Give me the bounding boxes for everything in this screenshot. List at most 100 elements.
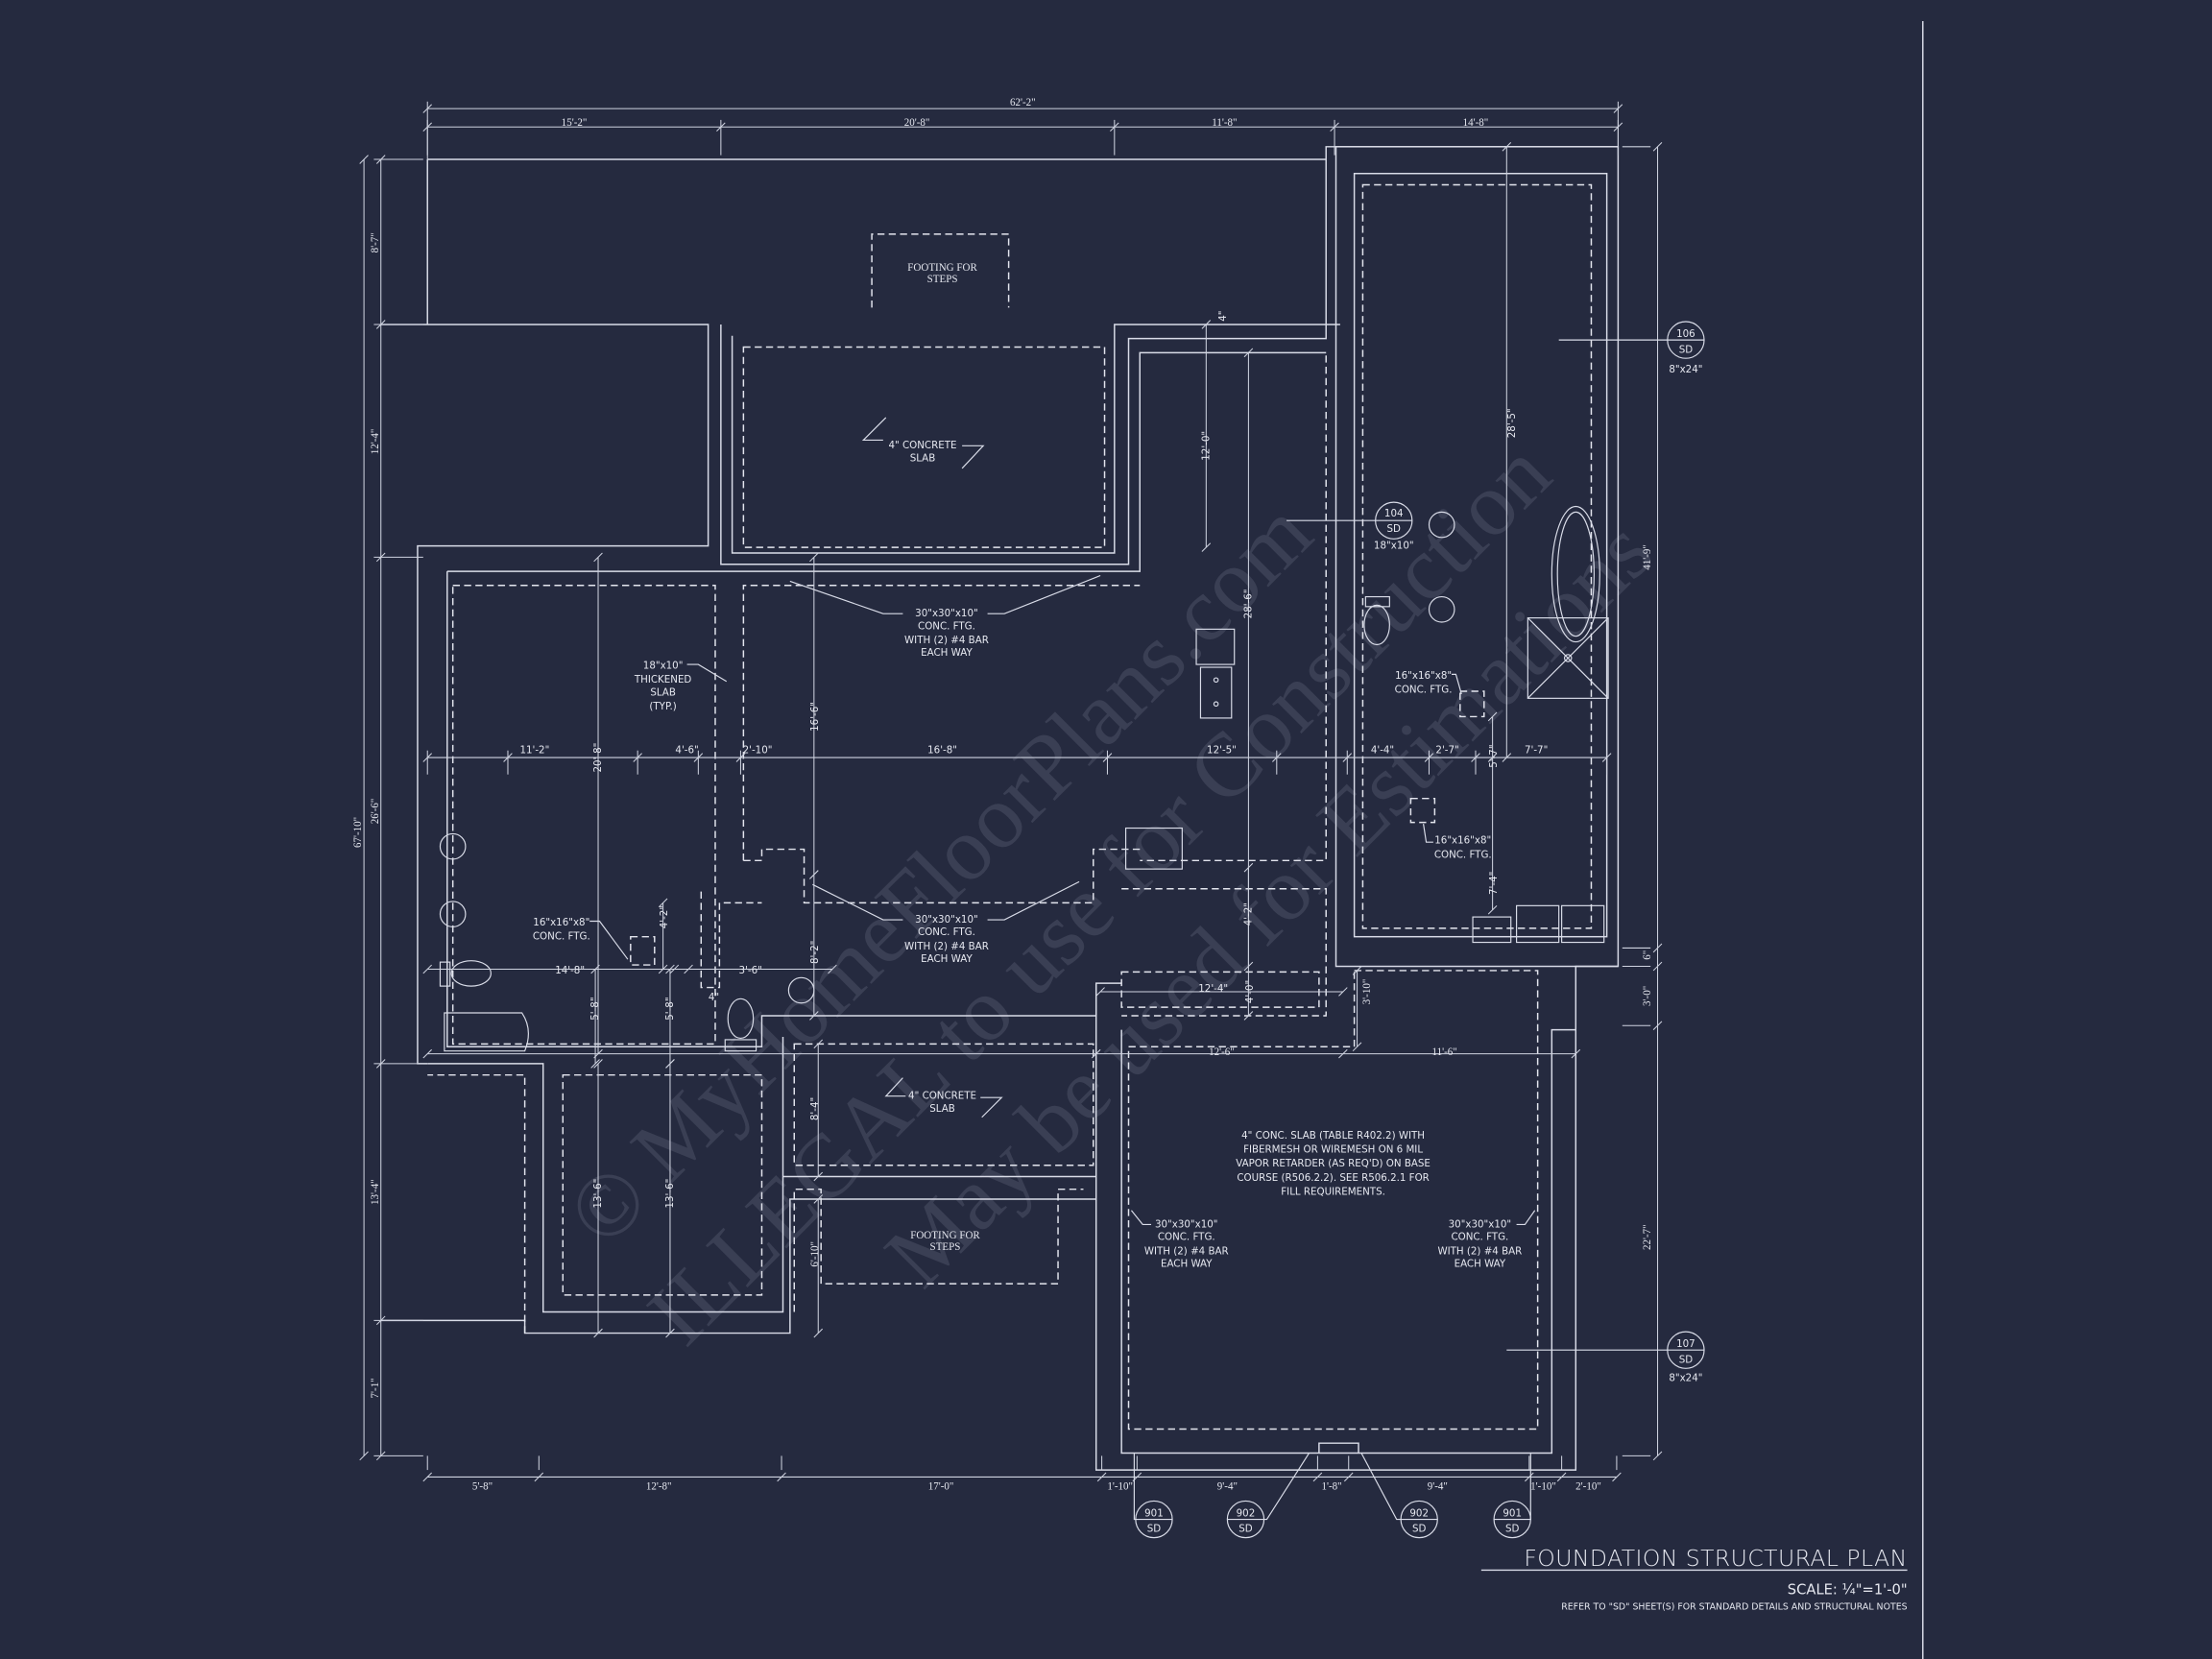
dim-left-overall: 67'-10" [352, 817, 364, 848]
dimension-tick [1096, 1472, 1107, 1482]
dimension-tick [1652, 943, 1663, 953]
pier-footing [1459, 690, 1485, 718]
footing-dashed [742, 585, 1141, 861]
dim-interior: 12'-6" [1209, 1046, 1235, 1058]
svg-text:107: 107 [1676, 1338, 1695, 1350]
dim-interior: 12'-0" [1200, 431, 1212, 461]
sink-icon [1428, 511, 1455, 539]
dimension-tick [665, 1059, 675, 1069]
svg-text:8"x24": 8"x24" [1669, 364, 1702, 375]
dim-interior: 28'-5" [1506, 408, 1518, 438]
dimension-tick [593, 552, 603, 563]
dim-interior: 4'-4" [1371, 745, 1394, 757]
toilet-icon [439, 960, 492, 987]
dim-interior: 13'-6" [664, 1179, 676, 1209]
dimension-tick [1571, 1048, 1581, 1059]
dim-interior: 2'-7" [1435, 745, 1458, 757]
svg-text:902: 902 [1237, 1508, 1256, 1520]
svg-text:8"x24": 8"x24" [1669, 1373, 1702, 1384]
dimension-tick [684, 964, 693, 974]
dimension-tick [1652, 1451, 1663, 1461]
dim-bottom: 1'-10" [1530, 1481, 1556, 1493]
equipment-pad [1516, 904, 1560, 944]
equipment-pad [1472, 916, 1512, 944]
title-block: FOUNDATION STRUCTURAL PLAN SCALE: ¼"=1'-… [1480, 1545, 1908, 1613]
sink-icon [439, 901, 467, 927]
leader-line [1516, 1210, 1536, 1226]
note-16x16-footing: 16"x16"x8"CONC. FTG. [533, 917, 590, 943]
equipment-pad [1561, 904, 1605, 944]
pier-footing [630, 935, 656, 966]
leader-line [987, 880, 1080, 921]
dimension-tick [1338, 1048, 1348, 1059]
dimension-tick [1556, 1472, 1567, 1482]
kitchen-sink-icon [1195, 628, 1236, 719]
dimension-tick [1652, 1021, 1663, 1031]
dim-interior: 12'-5" [1207, 745, 1237, 757]
dimension-tick [1243, 348, 1254, 358]
svg-text:SD: SD [1679, 1354, 1694, 1365]
wall-line [427, 1037, 784, 1313]
dimension-tick [809, 870, 819, 879]
dim-bottom: 9'-4" [1217, 1481, 1238, 1493]
dimension-tick [1243, 961, 1254, 972]
svg-text:SD: SD [1147, 1524, 1162, 1535]
dim-interior: 11'-2" [519, 745, 549, 757]
dim-bottom: 12'-8" [646, 1481, 672, 1493]
dim-interior: 2'-10" [743, 745, 773, 757]
dimension-tick [1612, 1472, 1622, 1482]
drawing-scale: SCALE: ¼"=1'-0" [1788, 1581, 1908, 1598]
dim-bottom: 17'-0" [928, 1481, 954, 1493]
dim-interior: 5'-8" [589, 997, 601, 1020]
wall-line [731, 324, 1340, 554]
leader-line [1130, 1210, 1152, 1226]
dim-top: 20'-8" [904, 117, 930, 129]
svg-text:901: 901 [1503, 1508, 1522, 1520]
svg-text:SD: SD [1679, 344, 1694, 355]
dimension-tick [1502, 142, 1512, 152]
dim-interior: 8'-4" [809, 1097, 821, 1120]
dimension-tick [809, 552, 819, 563]
dimension-tick [1338, 987, 1348, 997]
wall-line [1353, 173, 1608, 938]
dimension-tick [813, 1039, 824, 1049]
dimension-tick [1487, 753, 1498, 762]
dimension-tick [828, 964, 837, 974]
wall-line [720, 146, 1619, 565]
svg-text:SD: SD [1412, 1524, 1427, 1535]
dimension-tick [665, 964, 675, 974]
dim-interior: 7'-7" [1525, 745, 1548, 757]
footing-dashed [451, 585, 716, 1046]
dim-right: 41'-9" [1642, 544, 1653, 570]
wall-line [1094, 965, 1619, 1471]
dim-interior: 4'-2" [659, 905, 670, 928]
dimension-tick [1487, 904, 1498, 915]
slab-footing-dashed [742, 346, 1106, 548]
leader-line [987, 574, 1101, 614]
leader-line [980, 1096, 1003, 1118]
dim-interior: 16'-6" [809, 702, 821, 732]
step-footing-dashed [793, 1188, 1084, 1312]
toilet-icon [1363, 595, 1390, 646]
dimension-tick [422, 964, 432, 974]
dimension-tick [590, 964, 600, 974]
dim-interior: 12'-4" [1198, 983, 1228, 995]
pier-footing [1409, 797, 1436, 824]
dimension-tick [1352, 1042, 1362, 1052]
dim-interior: 14'-8" [555, 965, 585, 976]
garage-door-pier [1318, 1442, 1359, 1454]
dim-interior: 4'-0" [1244, 980, 1256, 1003]
dim-interior: 3'-10" [1361, 979, 1373, 1005]
dim-bottom: 2'-10" [1575, 1481, 1601, 1493]
dimension-tick [1525, 1472, 1534, 1482]
leader-line [686, 663, 728, 683]
